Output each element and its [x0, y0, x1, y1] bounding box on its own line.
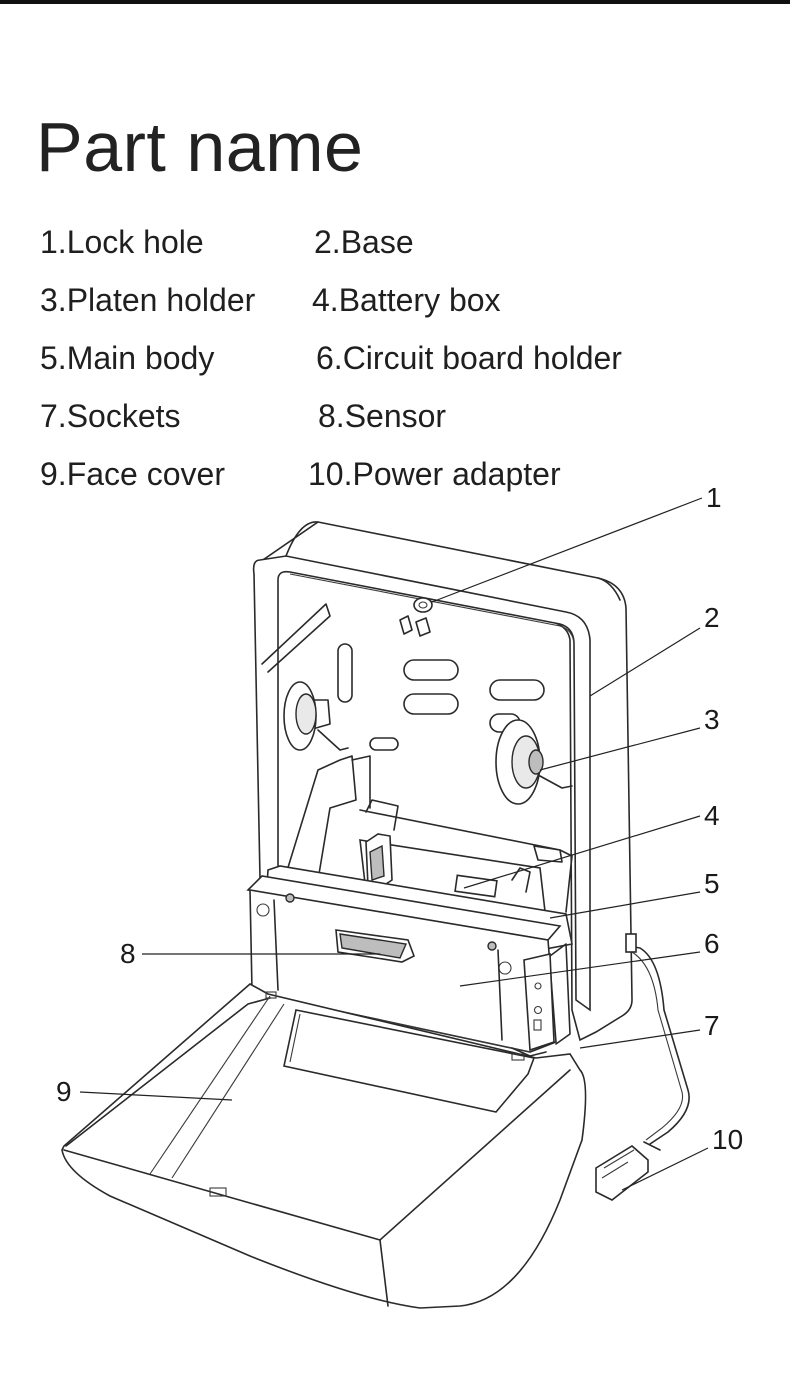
- base-housing: [252, 521, 633, 1042]
- callout-10: 10: [712, 1124, 744, 1155]
- callout-9: 9: [56, 1076, 72, 1107]
- top-border: [0, 0, 790, 4]
- callout-7: 7: [704, 1010, 720, 1041]
- callout-4: 4: [704, 800, 720, 831]
- platen-holder-left: [283, 681, 349, 751]
- part-label-sockets: 7.Sockets: [40, 398, 181, 434]
- platen-holder-right: [495, 719, 573, 805]
- page-title: Part name: [36, 108, 364, 186]
- part-label-power-adapter: 10.Power adapter: [308, 456, 561, 492]
- part-label-circuit-board-holder: 6.Circuit board holder: [316, 340, 622, 376]
- main-body: [246, 865, 573, 1053]
- part-label-battery-box: 4.Battery box: [312, 282, 501, 318]
- battery-box: [359, 833, 563, 921]
- part-label-base: 2.Base: [314, 224, 414, 260]
- part-label-platen-holder: 3.Platen holder: [40, 282, 256, 318]
- callout-3: 3: [704, 704, 720, 735]
- leader-lines: [79, 497, 709, 1191]
- callout-8: 8: [120, 938, 136, 969]
- back-panel-slots: [337, 643, 545, 751]
- part-label-main-body: 5.Main body: [40, 340, 215, 376]
- callout-1: 1: [706, 482, 722, 513]
- part-label-lock-hole: 1.Lock hole: [40, 224, 204, 260]
- callout-6: 6: [704, 928, 720, 959]
- face-cover: [61, 983, 587, 1309]
- power-adapter: [595, 933, 690, 1201]
- circuit-board-holder: [523, 943, 571, 1052]
- callout-2: 2: [704, 602, 720, 633]
- part-label-face-cover: 9.Face cover: [40, 456, 225, 492]
- inner-frame: [261, 603, 573, 913]
- part-label-sensor: 8.Sensor: [318, 398, 447, 434]
- lock-hole: [399, 597, 433, 637]
- callout-5: 5: [704, 868, 720, 899]
